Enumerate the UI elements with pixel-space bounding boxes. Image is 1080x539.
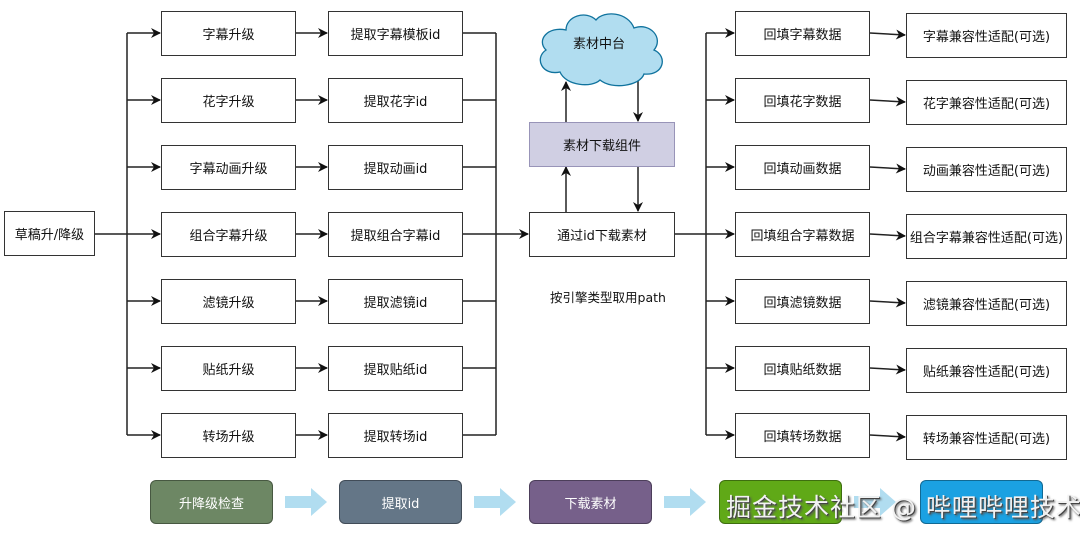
upgrade-node: 滤镜升级 <box>161 278 296 324</box>
process-arrows <box>285 488 896 516</box>
backfill-node: 回填字幕数据 <box>735 10 870 56</box>
material-platform-cloud: 素材中台 <box>572 37 625 52</box>
material-download-component: 素材下载组件 <box>529 122 675 167</box>
process-arrow <box>285 488 327 516</box>
backfill-node: 回填组合字幕数据 <box>735 211 870 257</box>
upgrade-node: 转场升级 <box>161 412 296 458</box>
adapt-arrow <box>869 431 906 442</box>
extract-id-node: 提取转场id <box>328 412 463 458</box>
watermark: 掘金技术社区 @ 哔哩哔哩技术 <box>726 493 1080 522</box>
adapt-arrow <box>869 29 906 40</box>
upgrade-node: 花字升级 <box>161 77 296 123</box>
extract-id-node: 提取花字id <box>328 77 463 123</box>
extract-id-node: 提取滤镜id <box>328 278 463 324</box>
extract-id-node: 提取贴纸id <box>328 345 463 391</box>
backfill-node: 回填转场数据 <box>735 412 870 458</box>
cloud-shape <box>539 13 663 87</box>
adapt-arrow <box>869 96 906 107</box>
upgrade-node: 字幕升级 <box>161 10 296 56</box>
extract-id-node: 提取动画id <box>328 144 463 190</box>
engine-path-note: 按引擎类型取用path <box>550 290 666 305</box>
download-by-id-node: 通过id下载素材 <box>529 212 675 257</box>
backfill-node: 回填动画数据 <box>735 144 870 190</box>
process-step <box>719 480 842 524</box>
upgrade-node: 字幕动画升级 <box>161 144 296 190</box>
process-arrow <box>474 488 516 516</box>
process-arrow <box>854 488 896 516</box>
compat-adapt-node: 滤镜兼容性适配(可选) <box>906 280 1067 326</box>
adapt-arrow <box>869 163 906 174</box>
compat-adapt-node: 转场兼容性适配(可选) <box>906 414 1067 460</box>
process-step: 下载素材 <box>529 480 652 524</box>
upgrade-node: 组合字幕升级 <box>161 211 296 257</box>
extract-id-node: 提取字幕模板id <box>328 10 463 56</box>
upgrade-node: 贴纸升级 <box>161 345 296 391</box>
backfill-node: 回填贴纸数据 <box>735 345 870 391</box>
process-step <box>920 480 1043 524</box>
compat-adapt-node: 花字兼容性适配(可选) <box>906 79 1067 125</box>
backfill-node: 回填滤镜数据 <box>735 278 870 324</box>
process-arrow <box>664 488 706 516</box>
compat-adapt-node: 贴纸兼容性适配(可选) <box>906 347 1067 393</box>
adapt-arrow <box>869 297 906 308</box>
process-step: 提取id <box>339 480 462 524</box>
adapt-arrow <box>869 230 906 241</box>
compat-adapt-node: 动画兼容性适配(可选) <box>906 146 1067 192</box>
root-draft-upgrade: 草稿升/降级 <box>4 211 95 256</box>
compat-adapt-node: 组合字幕兼容性适配(可选) <box>906 213 1067 259</box>
extract-id-node: 提取组合字幕id <box>328 211 463 257</box>
compat-adapt-node: 字幕兼容性适配(可选) <box>906 12 1067 58</box>
backfill-node: 回填花字数据 <box>735 77 870 123</box>
process-step: 升降级检查 <box>150 480 273 524</box>
adapt-arrow <box>869 364 906 375</box>
